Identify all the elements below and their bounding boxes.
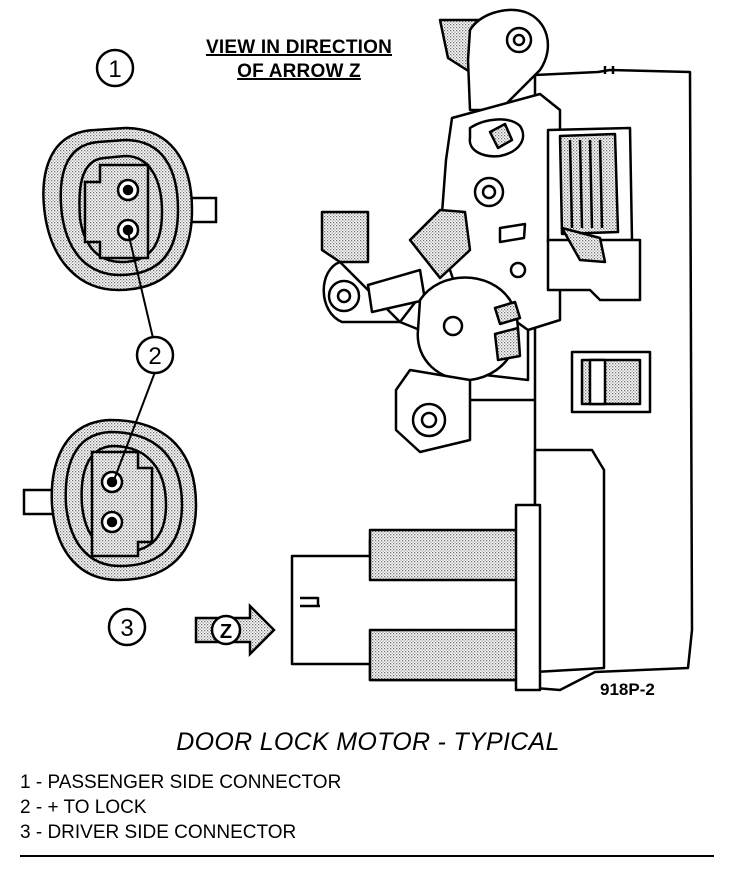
arrow-z: Z xyxy=(194,602,276,658)
door-lock-motor-assembly xyxy=(290,8,694,692)
legend-item: 2 - + TO LOCK xyxy=(20,797,147,818)
arrow-z-label: Z xyxy=(220,621,232,643)
callout-3-label: 3 xyxy=(120,615,133,642)
view-direction-label-line2: OF ARROW Z xyxy=(237,61,361,82)
callout-2-label: 2 xyxy=(148,343,161,370)
legend-item: 1 - PASSENGER SIDE CONNECTOR xyxy=(20,772,342,793)
callout-2-leaders xyxy=(113,231,156,481)
legend-item: 3 - DRIVER SIDE CONNECTOR xyxy=(20,822,297,843)
callout-1-label: 1 xyxy=(108,56,121,83)
figure-code: 918P-2 xyxy=(600,680,655,699)
callout-1: 1 xyxy=(95,48,135,88)
door-lock-motor-diagram: 1 2 3 Z xyxy=(22,8,694,692)
figure-caption: DOOR LOCK MOTOR - TYPICAL xyxy=(176,728,560,756)
driver-side-connector xyxy=(22,418,198,582)
bottom-divider xyxy=(20,855,714,857)
legend: 1 - PASSENGER SIDE CONNECTOR 2 - + TO LO… xyxy=(20,770,341,845)
callout-3: 3 xyxy=(107,607,147,647)
passenger-side-connector xyxy=(42,126,218,292)
callout-2: 2 xyxy=(135,335,175,375)
view-direction-label-line1: VIEW IN DIRECTION xyxy=(205,37,392,58)
